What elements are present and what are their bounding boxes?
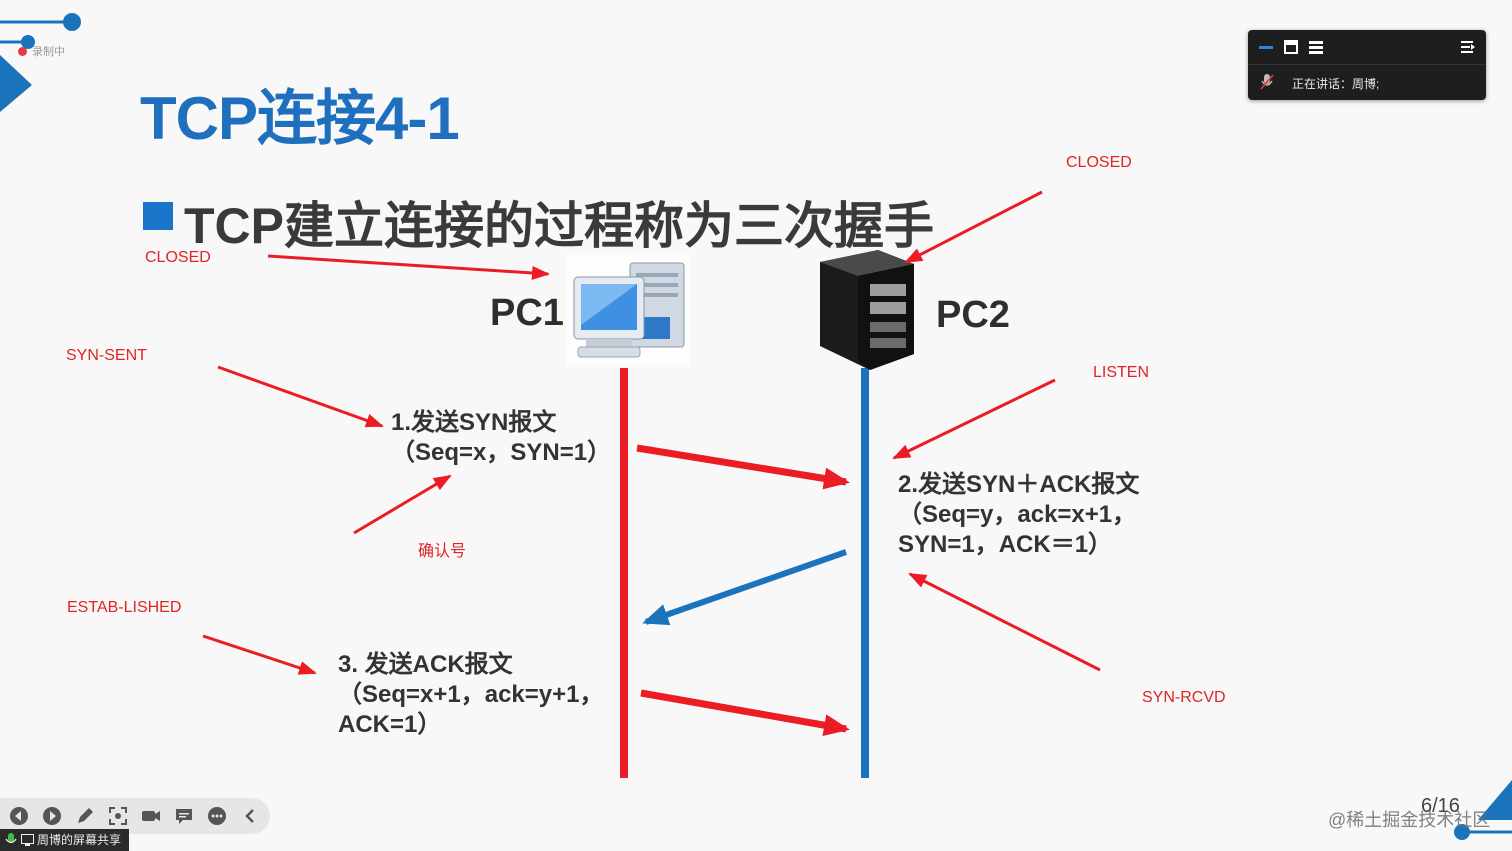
desktop-computer-icon: [566, 255, 690, 367]
step3-line2: （Seq=x+1，ack=y+1，: [338, 681, 604, 708]
step1-line2: （Seq=x，SYN=1）: [391, 439, 612, 466]
camera-icon[interactable]: [141, 806, 161, 826]
bottom-right-deco-triangle: [1478, 780, 1512, 820]
presentation-toolbar: [0, 798, 270, 834]
pc2-timeline: [861, 368, 869, 778]
step3-text: 3. 发送ACK报文 （Seq=x+1，ack=y+1， ACK=1）: [338, 650, 604, 740]
page-indicator: 6/16: [1421, 795, 1460, 817]
mic-icon: [5, 833, 17, 844]
watermark: @稀土掘金技术社区: [1328, 810, 1491, 830]
screenshot-icon[interactable]: [108, 806, 128, 826]
mic-muted-icon: [1260, 74, 1274, 90]
pc2-label: PC2: [936, 294, 1010, 336]
ack-number-note: 确认号: [418, 543, 467, 560]
syn-ack-message-arrow: [642, 549, 847, 626]
meeting-widget: 正在讲话：周博;: [1248, 30, 1486, 100]
pc2-closed-arrow: [904, 190, 1043, 264]
syn-message-arrow: [636, 444, 850, 490]
step2-text: 2.发送SYN＋ACK报文 （Seq=y，ack=x+1， SYN=1，ACK＝…: [898, 470, 1139, 560]
screen-share-label: 周博的屏幕共享: [37, 833, 122, 847]
syn-sent-state: SYN-SENT: [66, 347, 147, 364]
bullet-square-icon: [143, 202, 173, 230]
step2-line1: 2.发送SYN＋ACK报文: [898, 471, 1140, 498]
listen-arrow: [892, 378, 1056, 460]
step3-line1: 3. 发送ACK报文: [338, 651, 513, 678]
step1-text: 1.发送SYN报文 （Seq=x，SYN=1）: [391, 408, 611, 468]
established-arrow: [202, 634, 317, 675]
meeting-widget-toolbar: [1248, 30, 1486, 65]
screen-share-icon: [21, 834, 34, 846]
pc1-timeline: [620, 368, 628, 778]
step1-line1: 1.发送SYN报文: [391, 409, 557, 436]
previous-slide-icon[interactable]: [9, 806, 29, 826]
screen-share-bar[interactable]: 周博的屏幕共享: [0, 829, 129, 851]
top-left-deco-triangle: [0, 55, 32, 112]
list-view-icon[interactable]: [1308, 39, 1324, 55]
bottom-right-deco-dot: [1454, 824, 1470, 840]
window-icon[interactable]: [1283, 39, 1299, 55]
listen-state: LISTEN: [1093, 364, 1150, 381]
menu-expand-icon[interactable]: [1460, 39, 1476, 55]
slide-title: TCP连接4-1: [140, 85, 460, 152]
syn-rcvd-arrow: [908, 572, 1101, 672]
pc1-closed-state: CLOSED: [145, 249, 211, 266]
collapse-toolbar-icon[interactable]: [240, 806, 260, 826]
established-state: ESTAB-LISHED: [67, 599, 182, 616]
server-tower-icon: [820, 250, 914, 370]
recording-label: 录制中: [32, 46, 65, 58]
next-slide-icon[interactable]: [42, 806, 62, 826]
slide-subtitle: TCP建立连接的过程称为三次握手: [184, 198, 934, 254]
recording-dot-icon: [18, 47, 27, 56]
pc2-closed-state: CLOSED: [1066, 154, 1132, 171]
pen-icon[interactable]: [75, 806, 95, 826]
syn-sent-arrow: [217, 365, 384, 428]
more-options-icon[interactable]: [207, 806, 227, 826]
minimize-icon[interactable]: [1258, 39, 1274, 55]
pc1-closed-arrow: [267, 254, 550, 280]
ack-message-arrow: [640, 689, 850, 737]
pc1-label: PC1: [490, 292, 564, 334]
ack-number-arrow: [353, 474, 452, 535]
step2-line2: （Seq=y，ack=x+1，: [898, 501, 1137, 528]
chat-icon[interactable]: [174, 806, 194, 826]
top-left-deco-dot: [63, 13, 81, 31]
speaking-indicator: 正在讲话：周博;: [1292, 77, 1380, 91]
step3-line3: ACK=1）: [338, 711, 442, 738]
syn-rcvd-state: SYN-RCVD: [1142, 689, 1226, 706]
step2-line3: SYN=1，ACK＝1）: [898, 531, 1113, 558]
recording-badge: 录制中: [18, 43, 65, 59]
